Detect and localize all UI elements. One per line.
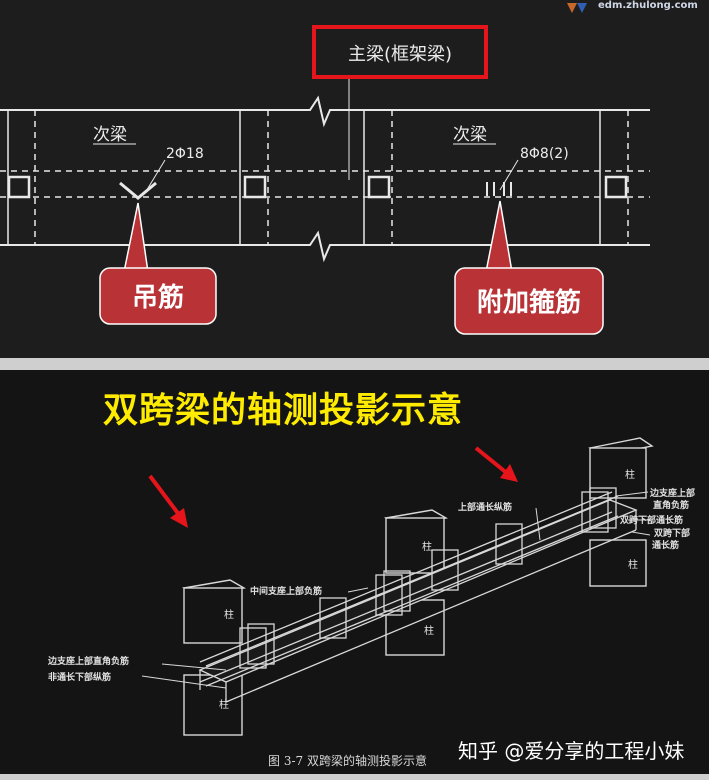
svg-text:柱: 柱 bbox=[424, 624, 434, 637]
label-span-bottom: 双跨下部通长筋 bbox=[620, 514, 683, 526]
column-labels: 柱 柱 柱 柱 柱 柱 bbox=[219, 468, 638, 711]
bottom-strip bbox=[0, 774, 709, 780]
logo-mark-icon bbox=[567, 3, 587, 13]
stirrup-leader-line bbox=[499, 159, 519, 191]
label-non-continuous: 非通长下部纵筋 bbox=[48, 671, 111, 683]
axonometric-diagram: 柱 柱 柱 柱 柱 柱 上部通长纵筋 中间支座上部负筋 边支座上部直角负筋 非通… bbox=[47, 363, 695, 736]
callout-hanger: 吊筋 bbox=[99, 202, 217, 325]
svg-text:柱: 柱 bbox=[224, 608, 234, 621]
watermark: 知乎 @爱分享的工程小妹 bbox=[458, 739, 685, 763]
label-right-edge-1: 边支座上部 bbox=[649, 487, 695, 499]
svg-text:柱: 柱 bbox=[422, 540, 432, 553]
svg-text:柱: 柱 bbox=[219, 698, 229, 711]
top-panel: 主梁(框架梁) 次梁 次梁 2Φ18 8Φ8(2) 吊筋 附加箍筋 bbox=[0, 0, 709, 358]
label-right-edge-2: 直角负筋 bbox=[653, 499, 689, 511]
plan-diagram: 主梁(框架梁) 次梁 次梁 2Φ18 8Φ8(2) 吊筋 附加箍筋 bbox=[0, 25, 650, 335]
section-divider bbox=[0, 358, 709, 370]
figure-caption: 图 3-7 双跨梁的轴测投影示意 bbox=[268, 754, 427, 768]
secondary-beam-left-label: 次梁 bbox=[93, 125, 127, 145]
secondary-beam-right-label: 次梁 bbox=[453, 125, 487, 145]
column-squares bbox=[7, 175, 628, 199]
stirrup-spec: 8Φ8(2) bbox=[520, 146, 569, 162]
svg-text:柱: 柱 bbox=[625, 468, 635, 481]
hanger-rebar-spec: 2Φ18 bbox=[166, 146, 204, 162]
beam-body bbox=[198, 491, 638, 703]
main-beam-dash bbox=[0, 170, 650, 198]
main-beam-highlight-box bbox=[312, 25, 488, 79]
corner-mark: ‧ ‧ bbox=[656, 370, 665, 373]
callout-hanger-text: 吊筋 bbox=[132, 282, 184, 313]
hanger-leader-line bbox=[144, 159, 166, 194]
stirrup-groups bbox=[239, 487, 617, 669]
main-beam-label: 主梁(框架梁) bbox=[348, 44, 452, 65]
label-edge-support: 边支座上部直角负筋 bbox=[47, 655, 129, 667]
svg-text:柱: 柱 bbox=[628, 558, 638, 571]
label-top-continuous: 上部通长纵筋 bbox=[458, 501, 512, 513]
hanger-rebar-shape bbox=[119, 181, 157, 200]
label-span-bottom-2a: 双跨下部 bbox=[654, 527, 690, 539]
logo-text: edm.zhulong.com bbox=[598, 0, 698, 11]
label-span-bottom-2b: 通长筋 bbox=[652, 539, 679, 551]
red-arrows bbox=[148, 446, 518, 528]
annotation-labels: 上部通长纵筋 中间支座上部负筋 边支座上部直角负筋 非通长下部纵筋 边支座上部 … bbox=[47, 487, 695, 683]
column-lines bbox=[7, 110, 629, 245]
bottom-panel: 柱 柱 柱 柱 柱 柱 上部通长纵筋 中间支座上部负筋 边支座上部直角负筋 非通… bbox=[0, 363, 709, 774]
arrow-left-icon bbox=[148, 474, 188, 528]
label-middle-support: 中间支座上部负筋 bbox=[250, 585, 322, 597]
leader-lines bbox=[141, 491, 651, 689]
site-logo bbox=[565, 0, 709, 14]
callout-stirrup-text: 附加箍筋 bbox=[477, 287, 581, 318]
diagram-title: 双跨梁的轴测投影示意 bbox=[103, 391, 464, 431]
main-beam-lines bbox=[0, 95, 650, 263]
additional-stirrups bbox=[486, 182, 512, 196]
arrow-right-icon bbox=[474, 446, 518, 482]
column-far-right bbox=[588, 437, 654, 587]
callout-stirrup: 附加箍筋 bbox=[454, 200, 604, 335]
